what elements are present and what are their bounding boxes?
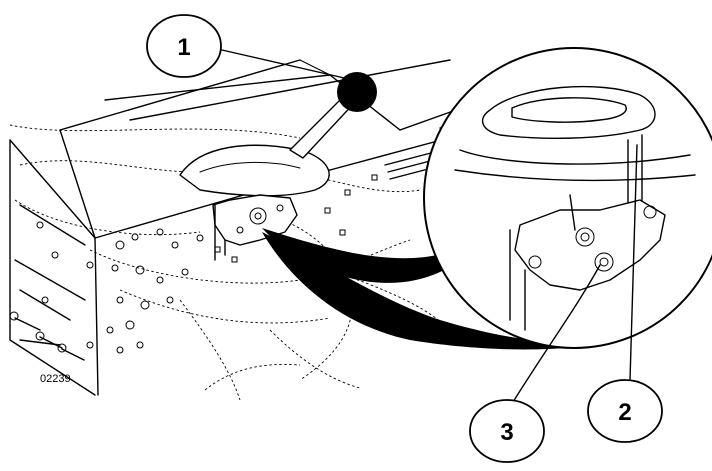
leader-lines xyxy=(221,49,638,411)
figure-id: 02239 xyxy=(40,373,71,385)
lever-knob xyxy=(337,72,377,112)
callout-1: 1 xyxy=(146,14,222,78)
callout-3: 3 xyxy=(469,399,545,463)
screws xyxy=(9,311,85,361)
callout-1-label: 1 xyxy=(177,34,190,61)
zoom-wedge-upper xyxy=(262,228,457,283)
zoom-wedge xyxy=(262,232,615,350)
callout-2-label: 2 xyxy=(618,399,631,426)
callout-2: 2 xyxy=(587,379,663,443)
callout-3-label: 3 xyxy=(500,419,513,446)
zoom-detail xyxy=(423,47,712,349)
